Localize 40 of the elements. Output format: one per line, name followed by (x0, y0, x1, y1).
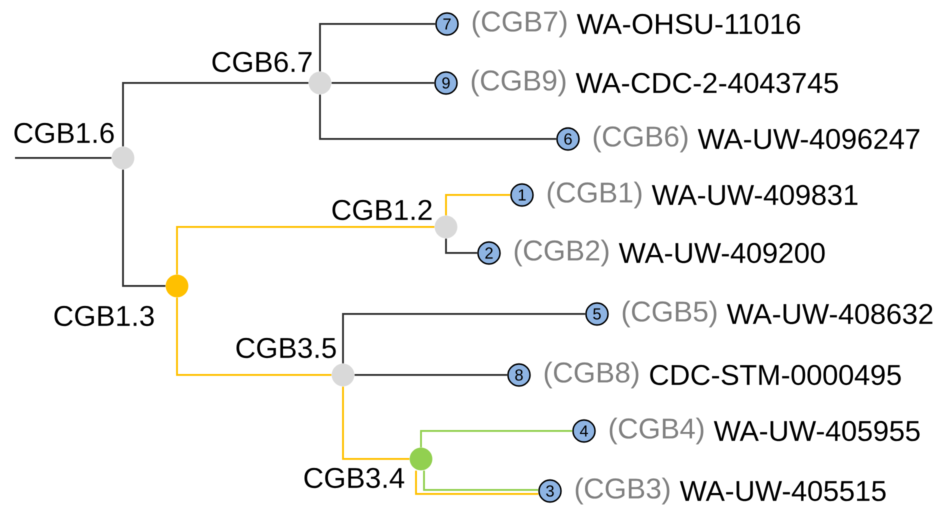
strain-label: WA-UW-4096247 (698, 128, 920, 150)
node-label: CGB6.7 (212, 52, 312, 72)
branch-line (122, 170, 166, 287)
node-label: CGB3.4 (304, 468, 404, 488)
branch-line (445, 194, 510, 216)
strain-label: WA-UW-405515 (680, 480, 886, 502)
cluster-id: (CGB9) (472, 70, 566, 96)
branch-line (176, 226, 434, 274)
branch-line (342, 386, 410, 460)
branch-line (319, 23, 436, 72)
branch-line (15, 157, 112, 159)
strain-label: WA-CDC-2-4043745 (576, 72, 838, 94)
strain-label: WA-OHSU-11016 (576, 14, 800, 34)
strain-label: WA-UW-409831 (652, 184, 858, 206)
cluster-id: (CGB8) (544, 362, 638, 388)
strain-label: WA-UW-408632 (726, 304, 932, 324)
cluster-id: (CGB6) (594, 126, 688, 152)
branch-line (445, 238, 478, 254)
cluster-id: (CGB2) (514, 240, 608, 266)
branch-line (319, 94, 556, 140)
branch-line (342, 313, 586, 364)
node-label: CGB1.2 (332, 200, 432, 220)
node-label: CGB1.6 (14, 122, 114, 144)
branch-line (415, 470, 538, 495)
cluster-id: (CGB3) (576, 478, 670, 504)
branch-line (176, 298, 332, 376)
strain-label: WA-UW-405955 (714, 420, 920, 442)
branch-line (423, 470, 538, 491)
node-label: CGB1.3 (54, 306, 154, 326)
node-label: CGB3.5 (236, 338, 336, 358)
branch-line (332, 82, 434, 84)
branch-line (354, 374, 508, 376)
cluster-id: (CGB5) (622, 300, 716, 328)
cluster-id: (CGB7) (472, 10, 566, 38)
cluster-id: (CGB1) (548, 182, 642, 208)
cluster-id: (CGB4) (610, 418, 704, 444)
branch-line (122, 82, 308, 146)
strain-label: CDC-STM-0000495 (650, 364, 901, 386)
branch-line (420, 430, 572, 448)
strain-label: WA-UW-409200 (618, 242, 825, 264)
